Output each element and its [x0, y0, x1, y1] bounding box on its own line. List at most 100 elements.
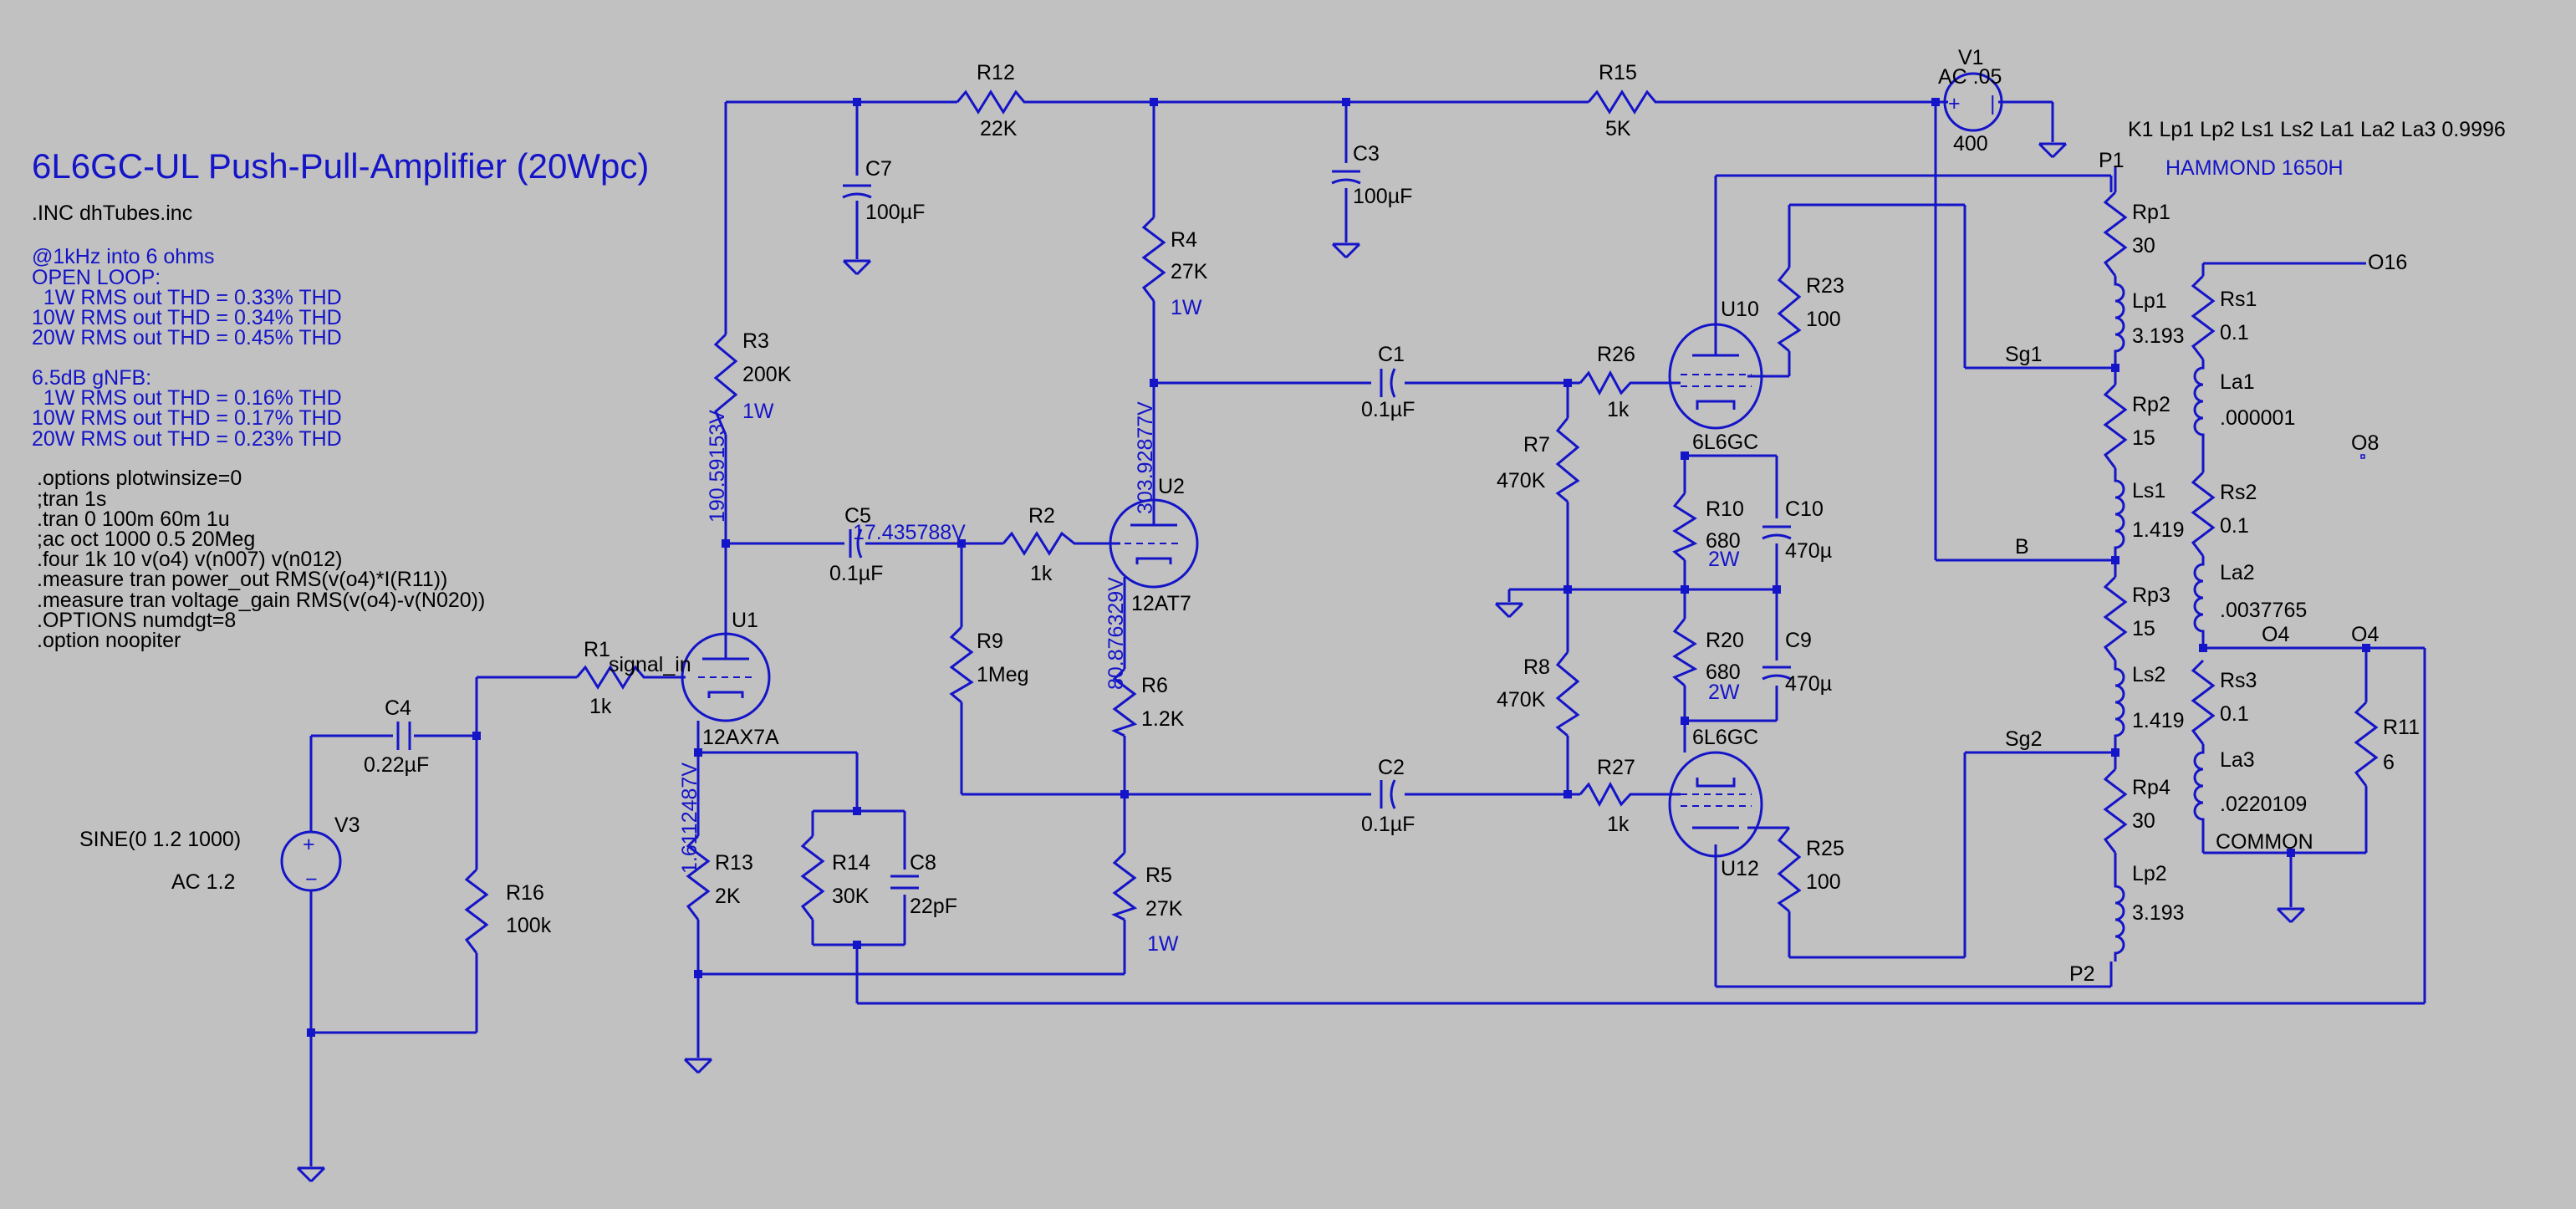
net-signal-in: signal_in — [609, 653, 691, 676]
value-u10: 6L6GC — [1692, 431, 1758, 454]
note-line: OPEN LOOP: — [32, 266, 161, 289]
value-r7: 470K — [1497, 469, 1546, 492]
v3-spec: SINE(0 1.2 1000) — [79, 828, 241, 851]
directive-line: .four 1k 10 v(o4) v(n007) v(n012) — [37, 548, 342, 571]
wires — [309, 100, 2426, 1166]
value-rs3: 0.1 — [2220, 702, 2249, 726]
directive-line: ;tran 1s — [37, 487, 106, 511]
inductor-symbols — [2114, 276, 2205, 962]
value-rp2: 15 — [2132, 426, 2155, 450]
rating-r20: 2W — [1708, 681, 1740, 704]
value-c10: 470µ — [1785, 539, 1832, 563]
label-r8: R8 — [1523, 656, 1550, 679]
note-line: @1kHz into 6 ohms — [32, 245, 215, 268]
label-la2: La2 — [2220, 561, 2255, 584]
voltage-readouts: 190.59153V 303.92877V 17.435788V 80.8763… — [678, 401, 1157, 874]
value-la2: .0037765 — [2220, 599, 2307, 622]
label-la1: La1 — [2220, 370, 2255, 394]
voltage-u2-plate: 303.92877V — [1134, 401, 1157, 514]
v1-value: 400 — [1953, 132, 1988, 156]
label-r25: R25 — [1806, 837, 1844, 860]
directive-line: .option noopiter — [37, 629, 181, 652]
directive-line: .tran 0 100m 60m 1u — [37, 508, 230, 531]
spice-directives: .options plotwinsize=0 ;tran 1s .tran 0 … — [37, 467, 485, 652]
label-r23: R23 — [1806, 274, 1844, 298]
label-c3: C3 — [1353, 142, 1380, 166]
net-o16: O16 — [2368, 251, 2407, 274]
notes-blue: @1kHz into 6 ohms OPEN LOOP: 1W RMS out … — [32, 245, 342, 451]
label-c10: C10 — [1785, 497, 1824, 521]
capacitor-symbols — [396, 170, 1792, 890]
label-r15: R15 — [1599, 61, 1637, 84]
value-r10: 680 — [1706, 529, 1741, 553]
label-rp1: Rp1 — [2132, 201, 2170, 224]
v3-name: V3 — [334, 814, 360, 837]
value-r14: 30K — [832, 885, 870, 908]
label-r2: R2 — [1028, 504, 1055, 528]
value-la1: .000001 — [2220, 406, 2295, 430]
value-u12: 6L6GC — [1692, 726, 1758, 749]
net-o8: O8 — [2351, 431, 2379, 455]
label-rs1: Rs1 — [2220, 288, 2257, 311]
net-p2: P2 — [2069, 962, 2095, 986]
voltage-u1-cathode: 1.6112487V — [678, 763, 701, 874]
value-rs2: 0.1 — [2220, 514, 2249, 538]
note-line: 20W RMS out THD = 0.45% THD — [32, 326, 342, 349]
value-u2: 12AT7 — [1131, 592, 1191, 615]
value-r11: 6 — [2383, 751, 2395, 774]
value-r5: 27K — [1145, 897, 1183, 921]
label-c4: C4 — [385, 696, 411, 720]
label-rp3: Rp3 — [2132, 584, 2170, 607]
value-r20: 680 — [1706, 661, 1741, 684]
label-rs2: Rs2 — [2220, 481, 2257, 504]
directive-line: .measure tran voltage_gain RMS(v(o4)-v(N… — [37, 589, 485, 612]
rating-r3: 1W — [742, 400, 774, 423]
voltage-u2-cathode: 80.876329V — [1104, 577, 1128, 690]
net-common: COMMON — [2216, 830, 2313, 854]
label-r4: R4 — [1171, 228, 1197, 252]
note-line: 1W RMS out THD = 0.16% THD — [32, 386, 342, 410]
value-c9: 470µ — [1785, 672, 1832, 696]
value-r25: 100 — [1806, 870, 1841, 894]
label-r11: R11 — [2383, 716, 2420, 739]
directive-line: .OPTIONS numdgt=8 — [37, 609, 236, 632]
label-r13: R13 — [715, 851, 753, 875]
label-lp2: Lp2 — [2132, 862, 2167, 885]
label-r10: R10 — [1706, 497, 1744, 521]
label-c2: C2 — [1378, 756, 1405, 779]
ground-symbols — [296, 142, 2306, 1183]
value-ls1: 1.419 — [2132, 518, 2185, 542]
value-r1: 1k — [589, 695, 612, 718]
note-line: 10W RMS out THD = 0.34% THD — [32, 306, 342, 329]
value-r27: 1k — [1607, 813, 1630, 836]
note-line: 1W RMS out THD = 0.33% THD — [32, 286, 342, 309]
label-r9: R9 — [977, 630, 1003, 653]
net-labels: signal_in P1 P2 Sg1 Sg2 B O16 O8 O4 O4 C… — [609, 149, 2407, 986]
value-ls2: 1.419 — [2132, 709, 2185, 732]
value-lp2: 3.193 — [2132, 901, 2185, 925]
label-u2: U2 — [1158, 475, 1185, 498]
label-r3: R3 — [742, 329, 769, 353]
svg-text:|: | — [1990, 92, 1996, 115]
rating-r4: 1W — [1171, 296, 1202, 319]
label-c9: C9 — [1785, 629, 1812, 652]
svg-text:+: + — [1948, 92, 1961, 115]
net-b: B — [2015, 535, 2029, 559]
label-r26: R26 — [1597, 343, 1635, 366]
label-lp1: Lp1 — [2132, 289, 2167, 313]
tube-symbols — [681, 323, 1763, 858]
value-r6: 1.2K — [1141, 707, 1185, 731]
voltage-u2-grid: 17.435788V — [853, 521, 966, 544]
label-r6: R6 — [1141, 674, 1168, 697]
value-r2: 1k — [1030, 562, 1053, 585]
note-line: 6.5dB gNFB: — [32, 366, 151, 390]
value-u1: 12AX7A — [702, 726, 779, 749]
note-line: 20W RMS out THD = 0.23% THD — [32, 427, 342, 451]
label-rp4: Rp4 — [2132, 776, 2170, 799]
directive-line: ;ac oct 1000 0.5 20Meg — [37, 528, 255, 551]
label-u12: U12 — [1721, 857, 1759, 880]
directive-line: .measure tran power_out RMS(v(o4)*I(R11)… — [37, 568, 447, 591]
label-r14: R14 — [832, 851, 870, 875]
value-c1: 0.1µF — [1361, 398, 1415, 421]
